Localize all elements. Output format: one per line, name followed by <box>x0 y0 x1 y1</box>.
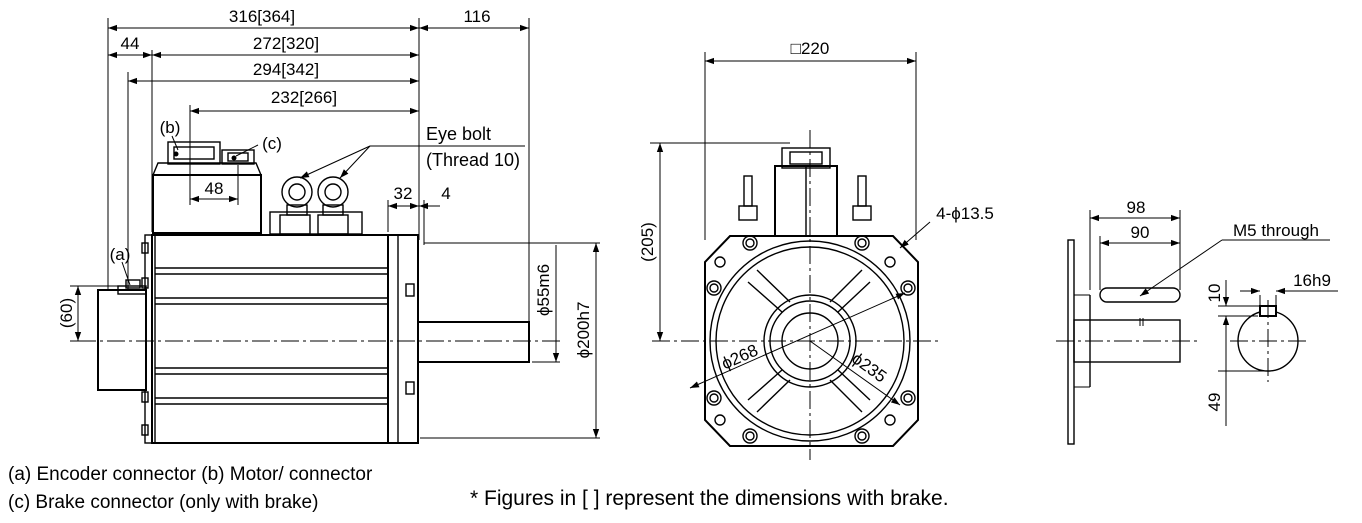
shaft-detail-view: 98 90 M5 through 16h9 10 49 <box>1056 198 1338 445</box>
dim-90: 90 <box>1131 223 1150 242</box>
dim-49: 49 <box>1205 393 1224 412</box>
dim-4: 4 <box>441 184 450 203</box>
label-b: (b) <box>160 118 181 137</box>
dim-key-width: 16h9 <box>1293 271 1331 290</box>
eye-bolts <box>269 176 363 235</box>
dim-shaft-diameter: ϕ55m6 <box>534 264 553 316</box>
dim-32: 32 <box>394 184 413 203</box>
dim-overall-length: 316[364] <box>229 7 295 26</box>
tap-note: M5 through <box>1233 221 1319 240</box>
front-view: □220 (205) <box>638 39 994 460</box>
legend: (a) Encoder connector (b) Motor/ connect… <box>8 464 949 513</box>
dim-205: (205) <box>638 222 657 262</box>
dim-98: 98 <box>1127 198 1146 217</box>
dim-294: 294[342] <box>253 60 319 79</box>
dim-10: 10 <box>1205 284 1224 303</box>
label-a: (a) <box>110 245 131 264</box>
dim-mounting-holes: 4-ϕ13.5 <box>936 204 994 223</box>
side-view: 316[364] 44 272[320] 294[342] 232[266] 1… <box>57 7 600 444</box>
label-c: (c) <box>262 134 282 153</box>
dim-flange-diameter: ϕ200h7 <box>574 302 593 359</box>
dim-48: 48 <box>205 179 224 198</box>
dim-272: 272[320] <box>253 34 319 53</box>
dim-shaft-length: 116 <box>463 7 490 26</box>
eye-bolt-thread: (Thread 10) <box>426 150 520 170</box>
dim-44: 44 <box>121 34 140 53</box>
footnote: * Figures in [ ] represent the dimension… <box>470 487 949 510</box>
dim-square-220: □220 <box>791 39 830 58</box>
brake-connector-dot <box>231 155 237 161</box>
dim-60: (60) <box>57 298 76 328</box>
legend-line-1: (a) Encoder connector (b) Motor/ connect… <box>8 464 373 485</box>
motor-connector-dot <box>173 151 179 157</box>
eye-bolt-label: Eye bolt <box>426 124 491 144</box>
dim-232: 232[266] <box>271 88 337 107</box>
legend-line-2: (c) Brake connector (only with brake) <box>8 492 318 513</box>
